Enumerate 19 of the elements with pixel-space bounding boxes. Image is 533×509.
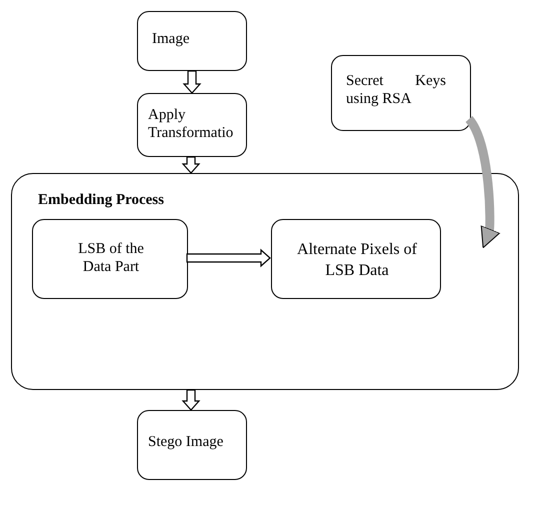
box-label: Secret Keys using RSA xyxy=(346,72,446,108)
process-box xyxy=(137,93,247,157)
process-box xyxy=(271,219,441,299)
box-label: Apply Transformatio xyxy=(148,106,234,142)
process-box xyxy=(137,11,247,71)
block-arrow xyxy=(182,70,202,94)
block-arrow xyxy=(182,389,200,411)
process-box xyxy=(11,173,519,390)
process-box xyxy=(331,55,471,131)
box-label: LSB of the Data Part xyxy=(77,240,145,276)
box-label: Image xyxy=(152,30,190,48)
curved-arrow xyxy=(465,116,500,250)
process-box xyxy=(32,219,188,299)
box-label: Stego Image xyxy=(148,433,224,451)
process-box xyxy=(137,410,247,480)
block-arrow xyxy=(182,156,200,174)
section-heading: Embedding Process xyxy=(38,191,165,209)
block-arrow xyxy=(186,248,271,268)
box-label: Alternate Pixels of LSB Data xyxy=(296,240,418,281)
